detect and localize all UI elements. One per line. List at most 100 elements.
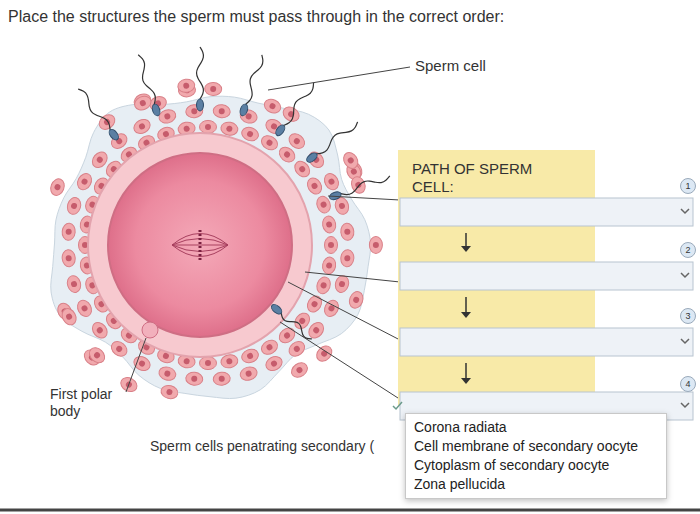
cell-nucleus	[283, 150, 291, 158]
sperm-tail	[197, 47, 204, 99]
follicle-cell	[315, 275, 333, 295]
cell-body	[369, 237, 382, 254]
sperm-tail	[246, 55, 263, 104]
cell-body	[157, 108, 177, 125]
cell-nucleus	[320, 282, 328, 290]
cell-body	[341, 150, 361, 171]
part-label: Sperm cells penatrating secondary (	[150, 438, 374, 455]
cell-nucleus	[320, 201, 328, 209]
cell-body	[160, 384, 180, 401]
cell-nucleus	[96, 326, 104, 334]
leader-line	[280, 322, 398, 398]
leader-line	[288, 282, 400, 340]
cell-body	[286, 338, 307, 359]
cumulus-cloud	[51, 96, 371, 398]
cell-nucleus	[65, 255, 72, 262]
cell-body	[75, 171, 94, 192]
cell-body	[220, 353, 239, 369]
cell-nucleus	[327, 178, 335, 186]
flow-arrow	[465, 297, 467, 313]
follicle-cell	[213, 104, 231, 119]
dropdown-option: Zona pellucida	[414, 475, 658, 494]
follicle-cell	[65, 274, 82, 294]
cell-nucleus	[226, 125, 233, 132]
follicle-cell	[75, 298, 94, 319]
cell-nucleus	[269, 102, 277, 110]
sperm	[305, 122, 358, 164]
cell-body	[86, 345, 107, 366]
cell-body	[177, 78, 196, 93]
cell-body	[349, 175, 368, 196]
cell-nucleus	[103, 118, 111, 126]
cell-body	[96, 112, 117, 133]
follicle-cell	[340, 249, 355, 267]
cell-body	[259, 337, 280, 357]
cell-nucleus	[328, 242, 334, 248]
sperm-tail	[341, 176, 390, 195]
cell-nucleus	[338, 202, 345, 209]
cell-nucleus	[115, 345, 123, 353]
zona-pellucida-ring	[88, 133, 312, 357]
callout-number: 3	[680, 308, 696, 324]
cell-nucleus	[80, 178, 88, 186]
follicle-cell	[48, 177, 66, 198]
cell-nucleus	[373, 242, 379, 248]
follicle-cell	[220, 121, 239, 137]
cell-nucleus	[80, 304, 88, 312]
cell-nucleus	[139, 99, 147, 107]
follicle-cell	[321, 256, 337, 275]
follicle-cell	[177, 78, 196, 93]
cell-body	[89, 149, 110, 170]
follicle-cell	[65, 196, 82, 216]
cell-body	[340, 249, 355, 267]
sperm	[197, 47, 204, 111]
spindle-fiber	[172, 245, 228, 246]
cell-body	[131, 354, 152, 373]
callout-text: 1	[681, 179, 695, 193]
cell-body	[48, 177, 66, 198]
cell-nucleus	[293, 137, 301, 145]
cell-body	[306, 320, 327, 341]
follicle-cell	[263, 354, 284, 373]
follicle-cell	[289, 360, 310, 380]
cell-body	[262, 97, 283, 116]
cell-body	[289, 360, 310, 380]
cell-body	[321, 256, 337, 275]
cell-nucleus	[218, 375, 225, 382]
cell-nucleus	[138, 122, 146, 130]
callout-text: 2	[681, 243, 695, 257]
oocyte-cytoplasm	[108, 153, 292, 337]
callout-text: 3	[681, 309, 695, 323]
callout-text: 4	[681, 377, 695, 391]
follicle-cell	[305, 293, 325, 314]
dropdown-option: Cytoplasm of secondary oocyte	[414, 456, 658, 475]
flow-arrow	[465, 363, 467, 379]
flow-arrowhead	[461, 378, 471, 384]
answer-select	[400, 328, 693, 356]
cell-body	[200, 357, 217, 370]
cell-body	[286, 131, 307, 152]
cell-body	[322, 171, 341, 192]
cell-body	[108, 338, 129, 359]
follicle-cell	[108, 338, 129, 359]
select-chevron	[681, 209, 689, 213]
panel-heading: PATH OF SPERM CELL:	[398, 150, 562, 196]
cell-body	[305, 293, 325, 314]
sperm-tail	[138, 55, 155, 104]
cell-body	[89, 320, 110, 341]
cell-body	[240, 125, 260, 143]
follicle-cell	[89, 320, 110, 341]
cell-body	[347, 290, 365, 311]
sperm-head	[151, 103, 161, 117]
bottom-rule	[0, 509, 700, 512]
follicle-cell	[259, 337, 280, 357]
leader-line	[268, 67, 410, 90]
cell-nucleus	[354, 181, 362, 189]
cell-body	[65, 274, 82, 294]
cell-nucleus	[183, 82, 190, 89]
answer-select	[400, 198, 693, 226]
cell-body	[220, 121, 239, 137]
cell-nucleus	[312, 326, 320, 334]
cell-nucleus	[245, 370, 252, 377]
cell-nucleus	[298, 165, 306, 173]
